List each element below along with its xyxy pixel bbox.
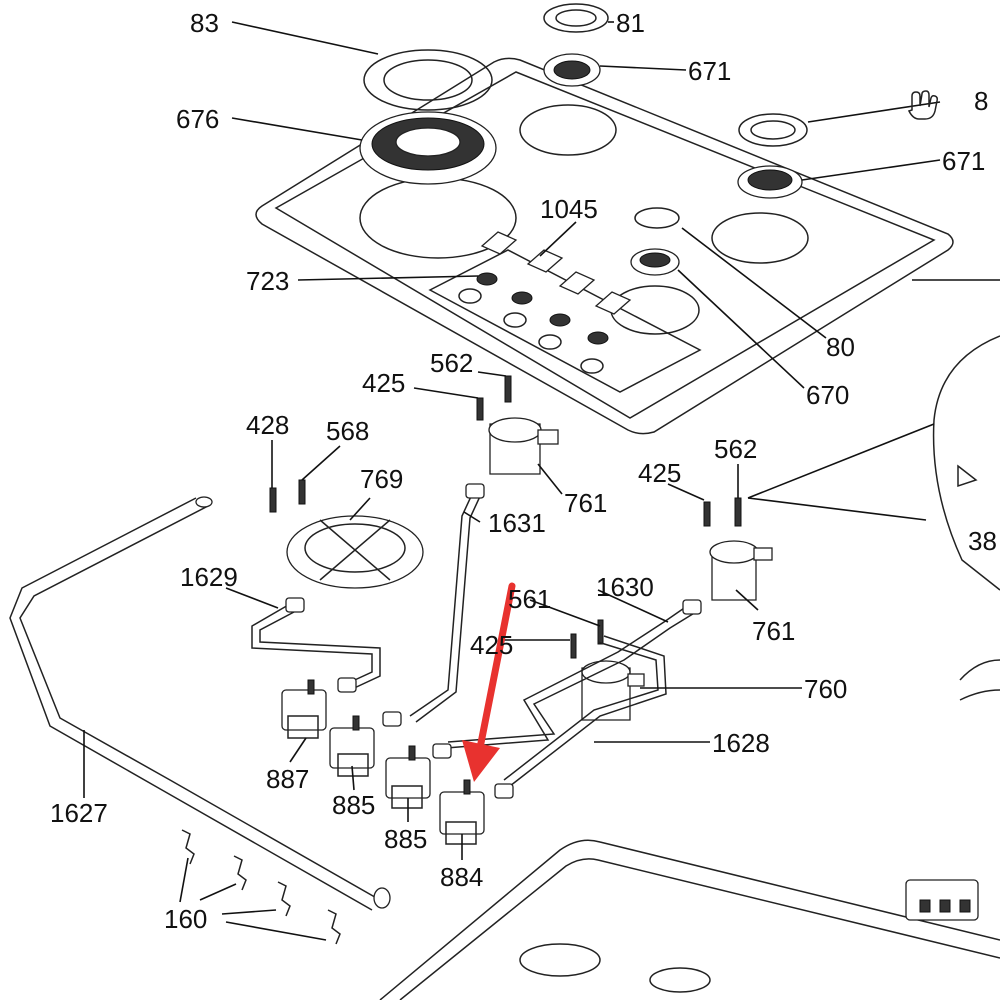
label-676: 676 [176, 104, 219, 134]
label-769: 769 [360, 464, 403, 494]
clips-160 [181, 829, 341, 945]
label-38: 38 [968, 526, 997, 556]
label-885-right: 885 [384, 824, 427, 854]
label-760: 760 [804, 674, 847, 704]
label-887: 887 [266, 764, 309, 794]
cap-80 [634, 207, 680, 229]
label-1630: 1630 [596, 572, 654, 602]
ignition-module [905, 879, 979, 921]
label-723: 723 [246, 266, 289, 296]
burner-769 [286, 515, 424, 589]
knobs-1045 [480, 231, 632, 315]
electrodes [269, 375, 742, 659]
label-670: 670 [806, 380, 849, 410]
label-568: 568 [326, 416, 369, 446]
pipe-1628 [503, 635, 667, 787]
fittings [285, 483, 702, 799]
label-425-mid: 425 [470, 630, 513, 660]
cap-8 [738, 113, 808, 147]
part-labels: 83 81 671 8 676 671 1045 723 80 670 425 … [50, 8, 997, 934]
cooktop-plate [255, 57, 954, 435]
label-425-right: 425 [638, 458, 681, 488]
label-81: 81 [616, 8, 645, 38]
label-561: 561 [508, 584, 551, 614]
valve-885-left [329, 715, 375, 777]
label-761-right: 761 [752, 616, 795, 646]
label-1627: 1627 [50, 798, 108, 828]
label-885-left: 885 [332, 790, 375, 820]
burner-body-761-right [709, 540, 773, 601]
label-562-top: 562 [430, 348, 473, 378]
label-1045: 1045 [540, 194, 598, 224]
pipe-1630 [445, 603, 697, 749]
cap-81 [543, 3, 609, 33]
pipe-1631 [409, 489, 483, 723]
detail-callout [747, 335, 1000, 701]
seals-723 [476, 272, 609, 345]
valve-887 [281, 679, 327, 739]
label-1629: 1629 [180, 562, 238, 592]
label-428: 428 [246, 410, 289, 440]
burner-676 [359, 111, 497, 185]
burner-670 [630, 248, 680, 276]
pipe-1629 [251, 603, 381, 691]
label-671-top: 671 [688, 56, 731, 86]
burner-671-right [737, 165, 803, 199]
label-884: 884 [440, 862, 483, 892]
label-83: 83 [190, 8, 219, 38]
label-562-right: 562 [714, 434, 757, 464]
label-160: 160 [164, 904, 207, 934]
burner-671-top [543, 53, 601, 87]
label-761-top: 761 [564, 488, 607, 518]
ring-83 [363, 49, 493, 111]
label-1628: 1628 [712, 728, 770, 758]
red-arrow-pointer-icon [462, 582, 516, 782]
base-chassis [379, 839, 1000, 1000]
label-80: 80 [826, 332, 855, 362]
label-671-right: 671 [942, 146, 985, 176]
pipe-1627 [9, 496, 391, 911]
label-425-top: 425 [362, 368, 405, 398]
burner-body-760 [581, 660, 645, 721]
label-8: 8 [974, 86, 988, 116]
burner-body-761-top [488, 417, 559, 475]
leader-lines [83, 21, 1000, 941]
label-1631: 1631 [488, 508, 546, 538]
valve-884 [439, 779, 485, 845]
hand-pointer-icon [907, 90, 938, 120]
